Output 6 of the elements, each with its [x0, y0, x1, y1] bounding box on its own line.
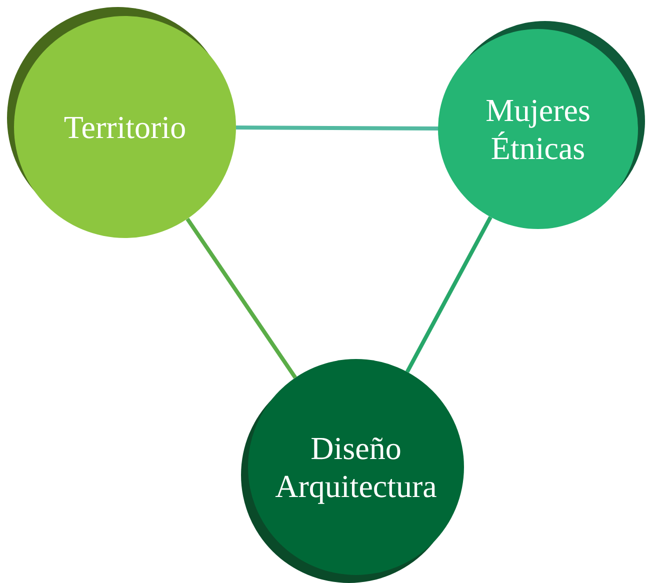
connector-line [236, 126, 438, 131]
node-label: Mujeres Étnicas [484, 90, 592, 168]
connector-line [405, 216, 492, 373]
node-label: Territorio [64, 108, 186, 146]
node-label: Diseño Arquitectura [274, 428, 438, 506]
connector-line [186, 218, 297, 379]
